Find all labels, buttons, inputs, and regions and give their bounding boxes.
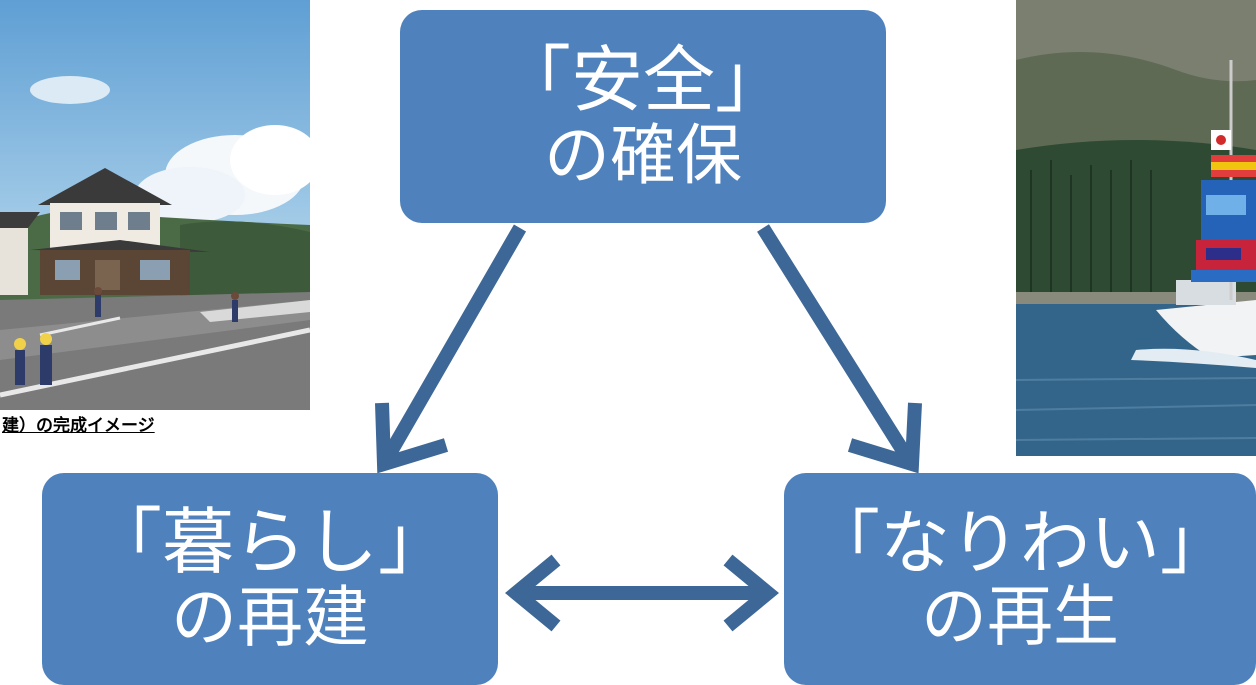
box-rebuild-life-subtitle: の再建 — [171, 579, 369, 657]
box-revive-livelihood-subtitle: の再生 — [921, 578, 1119, 656]
house-rendering-image — [0, 0, 310, 410]
fishing-boat-photo — [1016, 0, 1256, 456]
box-ensure-safety-subtitle: の確保 — [544, 116, 742, 194]
box-rebuild-life: 「暮らし」 の再建 — [42, 473, 498, 685]
box-ensure-safety: 「安全」 の確保 — [400, 10, 886, 223]
box-revive-livelihood-title: 「なりわい」 — [810, 501, 1230, 584]
arrow-life-livelihood-bidirectional — [505, 554, 779, 632]
box-ensure-safety-title: 「安全」 — [498, 37, 787, 122]
box-rebuild-life-title: 「暮らし」 — [89, 500, 450, 585]
box-revive-livelihood: 「なりわい」 の再生 — [784, 473, 1256, 685]
arrow-safety-to-livelihood — [757, 224, 922, 474]
arrow-safety-to-life — [375, 224, 527, 474]
house-image-caption: 建）の完成イメージ — [2, 416, 155, 436]
